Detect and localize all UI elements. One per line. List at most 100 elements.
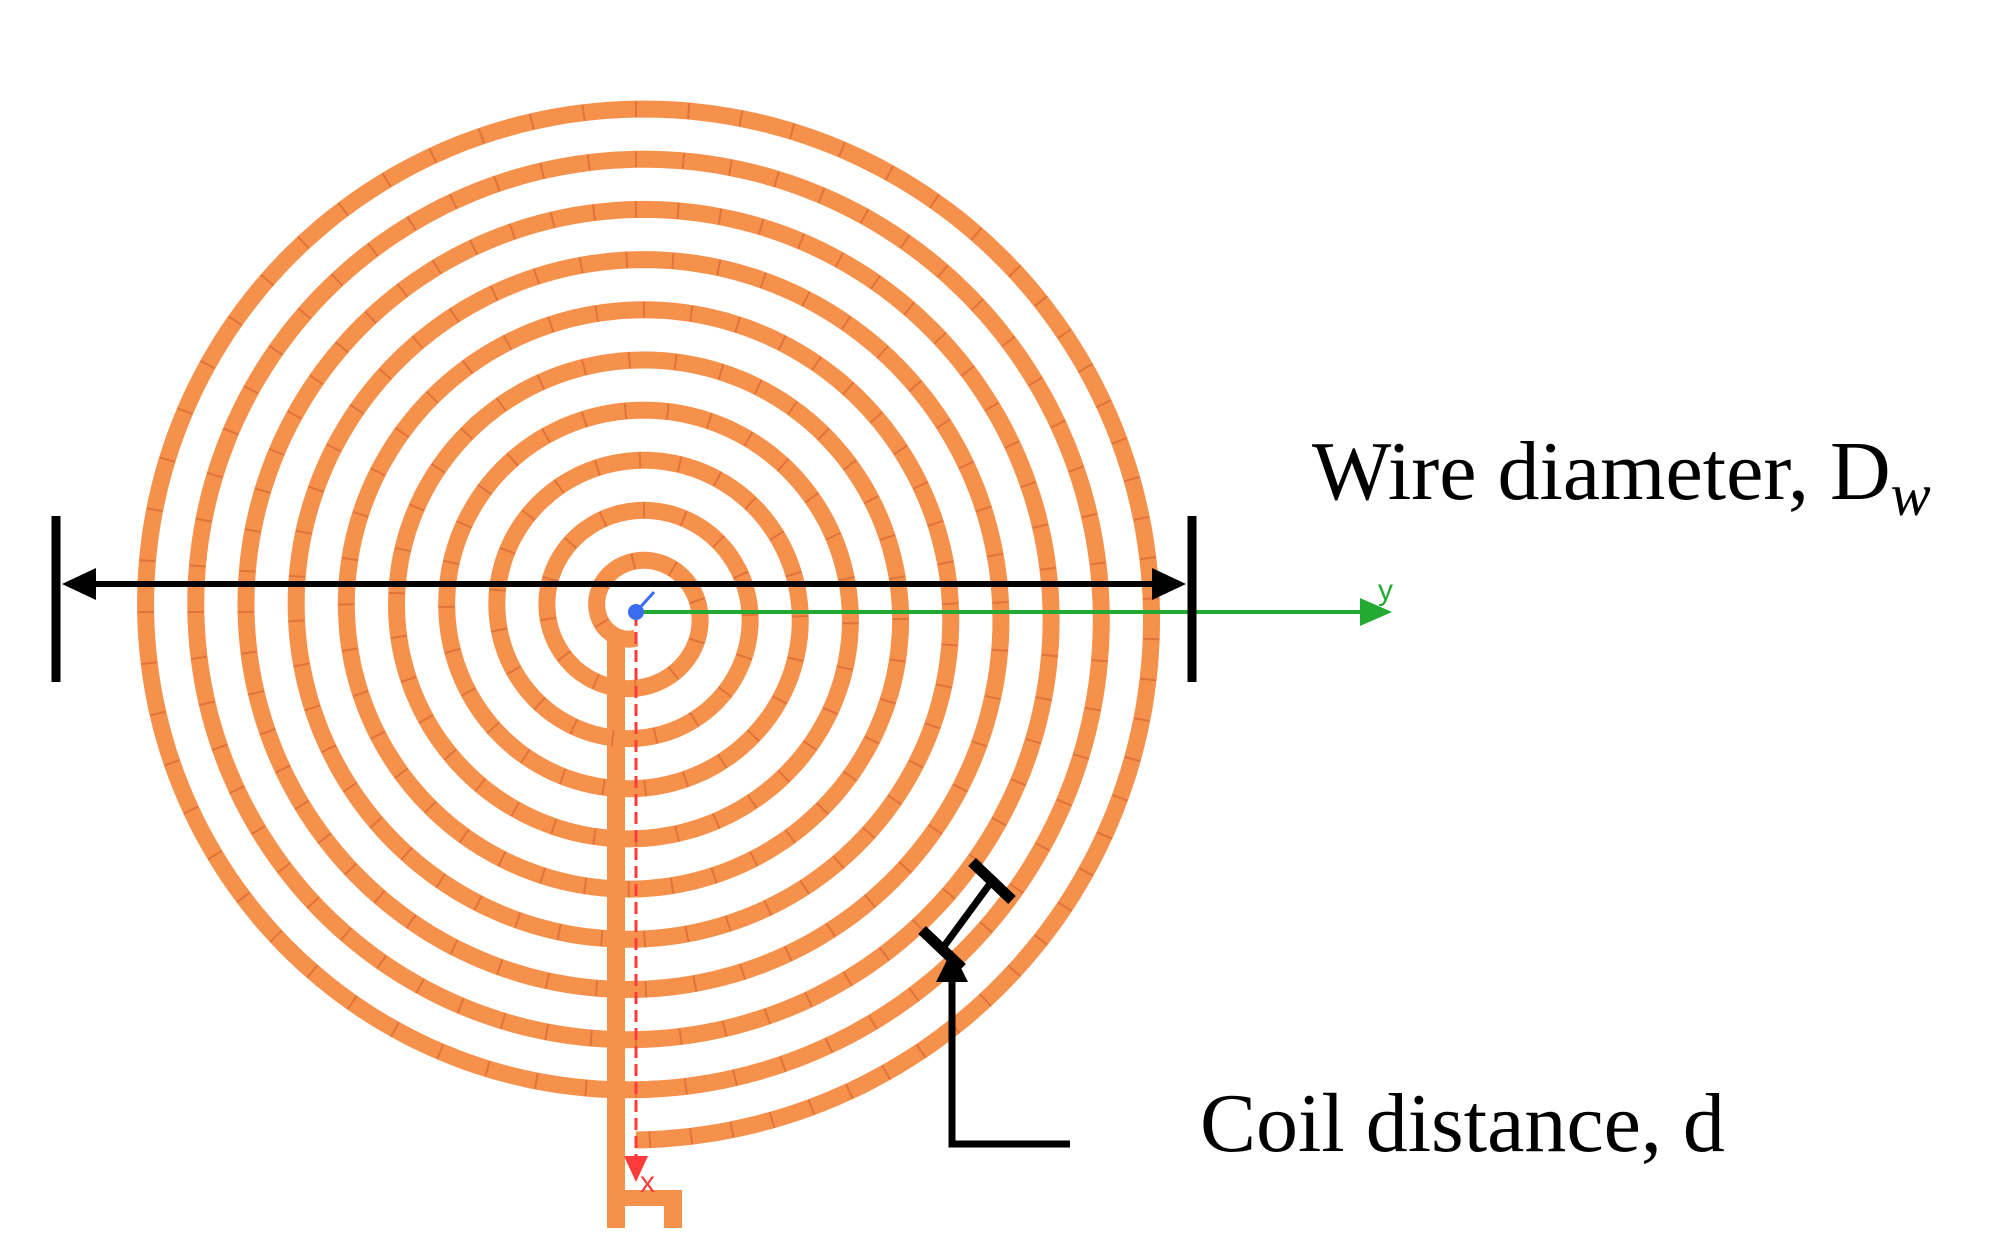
coil-segment-marks	[137, 101, 1160, 1148]
coil-segment-mark	[149, 710, 167, 717]
coil-segment-mark	[1078, 363, 1093, 373]
coil-segment-mark	[763, 1008, 772, 1025]
coil-segment-mark	[223, 427, 239, 436]
coil-segment-mark	[676, 456, 683, 473]
coil-segment-mark	[717, 364, 725, 380]
coil-segment-mark	[211, 743, 228, 751]
coil-segment-mark	[783, 946, 793, 962]
coil-segment-mark	[665, 403, 670, 420]
coil-segment-mark	[460, 427, 474, 440]
coil-segment-mark	[506, 452, 519, 467]
coil-segment-mark	[1010, 778, 1026, 787]
coil-segment-mark	[643, 930, 647, 947]
coil-segment-mark	[594, 980, 598, 997]
coil-segment-mark	[816, 802, 829, 815]
coil-segment-mark	[992, 601, 1009, 604]
coil-segment-mark	[1133, 717, 1150, 722]
coil-segment-mark	[335, 341, 349, 354]
leader-line	[948, 974, 1070, 1148]
coil-segment-mark	[497, 851, 507, 867]
coil-segment-mark	[984, 401, 1000, 412]
coil-segment-mark	[671, 252, 675, 269]
coil-segment-mark	[1032, 523, 1049, 529]
coil-segment-mark	[652, 727, 659, 744]
coil-segment-mark	[1112, 794, 1128, 802]
x-axis-label: x	[640, 1166, 655, 1199]
coil-segment-mark	[506, 665, 522, 676]
coil-segment-mark	[438, 605, 455, 609]
coil-segment-mark	[842, 459, 858, 471]
coil-segment-mark	[834, 252, 844, 268]
coil-terminal-stub	[607, 1190, 673, 1206]
coil-segment-mark	[984, 695, 1001, 701]
coil-segment-mark	[589, 1030, 593, 1047]
coil-segment-mark	[409, 503, 425, 512]
coil-segment-mark	[804, 492, 819, 504]
coil-segment-mark	[1020, 480, 1037, 489]
coil-segment-mark	[970, 298, 984, 311]
coil-segment-mark	[519, 749, 531, 764]
coil-segment-mark	[773, 171, 780, 188]
coil-segment-mark	[489, 285, 499, 301]
coil-segment-mark	[269, 929, 283, 943]
coil-segment-mark	[911, 918, 925, 932]
coil-segment-mark	[991, 816, 1007, 827]
coil-segment-mark	[448, 308, 460, 323]
coil-segment-mark	[667, 666, 680, 681]
coil-segment-mark	[630, 553, 637, 570]
coil-segment-mark	[1004, 440, 1020, 449]
coil-segment-mark	[903, 301, 916, 316]
coil-segment-mark	[979, 993, 992, 1007]
coil-segment-mark	[681, 771, 690, 787]
coil-segment-mark	[648, 1131, 652, 1148]
coil-segment-mark	[1001, 335, 1016, 348]
coil-segment-mark	[544, 1023, 550, 1040]
coil-segment-mark	[539, 867, 546, 884]
coil-segment-mark	[744, 496, 757, 510]
coil-segment-mark	[842, 770, 858, 782]
coil-segment-mark	[687, 102, 691, 120]
coil-segment-mark	[581, 104, 586, 121]
y-axis-arrowhead	[1360, 598, 1392, 626]
coil-segment-mark	[1072, 753, 1089, 760]
coil-segment-mark	[643, 779, 648, 797]
coil-segment-mark	[729, 1121, 735, 1138]
coil-segment-mark	[712, 813, 721, 829]
coil-segment-mark	[1033, 934, 1048, 946]
coil-segment-mark	[342, 781, 358, 793]
coil-segment-mark	[734, 316, 742, 333]
coil-segment-mark	[908, 759, 924, 769]
coil-segment-mark	[581, 359, 587, 376]
coil-segment-mark	[1041, 653, 1058, 658]
coil-segment-mark	[840, 315, 852, 331]
coil-segment-mark	[390, 1021, 400, 1037]
coil-segment-mark	[768, 1112, 776, 1128]
coil-segment-mark	[477, 128, 486, 144]
coil-segment-mark	[861, 826, 876, 839]
coil-segment-mark	[733, 570, 749, 580]
coil-segment-mark	[443, 559, 460, 566]
coil-segment-mark	[528, 113, 535, 130]
coil-segment-mark	[317, 832, 332, 844]
coil-segment-mark	[845, 1083, 854, 1099]
coil-segment-mark	[942, 602, 959, 606]
coil-segment-mark	[349, 404, 365, 415]
coil-segment-mark	[341, 556, 358, 562]
coil-segment-mark	[801, 291, 811, 307]
coil-segment-mark	[326, 443, 342, 453]
coil-segment-mark	[287, 410, 303, 420]
coil-segment-mark	[728, 159, 733, 176]
coil-segment-mark	[822, 706, 839, 716]
coil-segment-mark	[717, 208, 723, 225]
coil-segment-mark	[836, 665, 854, 671]
coil-segment-mark	[344, 862, 357, 876]
coil-segment-mark	[644, 981, 648, 998]
coil-segment-mark	[797, 233, 806, 250]
coil-segment-mark	[864, 894, 877, 908]
coil-segment-mark	[191, 655, 208, 660]
wire-diameter-dimension	[51, 516, 1197, 682]
coil-segment-mark	[987, 552, 1004, 558]
coil-winding	[137, 100, 1160, 1149]
coil-segment-mark	[456, 520, 472, 529]
coil-segment-mark	[293, 662, 310, 668]
